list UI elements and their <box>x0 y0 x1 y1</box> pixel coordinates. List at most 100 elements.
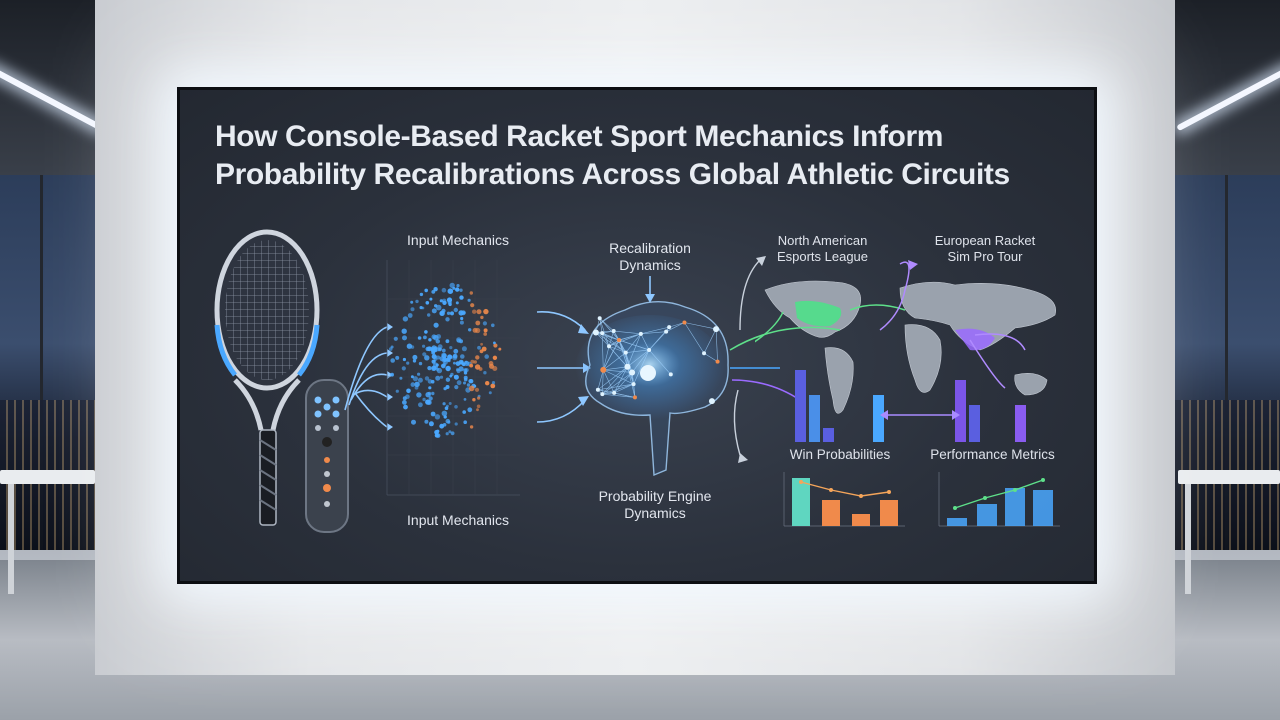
scatter-point <box>483 332 487 336</box>
scatter-point <box>448 402 452 405</box>
scatter-point <box>435 363 439 367</box>
win-trend-point <box>887 490 891 494</box>
world-map-icon <box>755 280 1057 414</box>
scatter-point <box>434 304 438 308</box>
brain-node <box>668 372 673 377</box>
european-tour-label: European Racket Sim Pro Tour <box>934 233 1036 264</box>
brain-node <box>612 390 617 395</box>
brain-node <box>611 329 616 334</box>
scatter-point <box>441 410 448 417</box>
scatter-point <box>424 376 430 381</box>
scatter-point <box>477 396 481 400</box>
scatter-point <box>446 404 449 408</box>
scatter-point <box>459 295 464 300</box>
region-bar-chart <box>795 370 1026 442</box>
scatter-point <box>424 419 429 424</box>
scatter-point <box>450 372 454 377</box>
win-bar <box>852 514 870 526</box>
scatter-point <box>435 375 441 381</box>
scatter-point <box>459 339 463 344</box>
recalibration-arrow <box>645 276 655 303</box>
perf-trend-point <box>953 506 957 510</box>
scatter-point <box>437 344 443 350</box>
input-mechanics-label-top: Input Mechanics <box>407 232 509 248</box>
perf-trend-point <box>1041 478 1045 482</box>
scatter-point <box>416 392 422 398</box>
scatter-point <box>474 387 480 392</box>
scatter-point <box>454 422 458 426</box>
scatter-point <box>388 347 393 351</box>
scatter-point <box>447 300 452 305</box>
scatter-point <box>469 291 473 295</box>
scatter-point <box>422 397 426 402</box>
scatter-point <box>469 379 474 384</box>
scatter-point <box>453 361 456 365</box>
scatter-point <box>443 415 447 419</box>
scatter-point <box>428 396 433 401</box>
scatter-point <box>493 341 496 345</box>
brain-node <box>616 338 621 343</box>
scatter-point <box>458 366 464 372</box>
scatter-point <box>467 298 471 302</box>
scatter-point <box>428 421 434 427</box>
scatter-point <box>403 404 408 410</box>
win-probabilities-chart <box>783 472 905 527</box>
scatter-plot <box>386 260 520 496</box>
scatter-point <box>442 402 446 406</box>
scatter-point <box>390 358 395 363</box>
scatter-point <box>488 391 492 395</box>
scatter-point <box>472 309 477 314</box>
scatter-point <box>435 433 441 438</box>
region-bar <box>809 395 820 442</box>
scatter-point <box>476 309 482 315</box>
scatter-point <box>491 323 495 328</box>
scatter-point <box>402 396 407 401</box>
scatter-point <box>472 398 476 402</box>
scatter-point <box>489 363 494 369</box>
tennis-racket-icon <box>214 229 320 526</box>
scatter-point <box>469 363 474 368</box>
scatter-point <box>430 411 436 417</box>
scatter-point <box>493 343 498 348</box>
brain-node <box>600 366 607 373</box>
north-american-league-label: North American Esports League <box>776 233 869 264</box>
scatter-point <box>450 311 454 316</box>
scatter-point <box>417 377 423 383</box>
scatter-point <box>466 383 471 387</box>
scatter-point <box>433 287 438 292</box>
scatter-point <box>406 361 410 365</box>
scatter-point <box>412 376 418 382</box>
scatter-point <box>393 336 398 341</box>
game-controller-icon <box>305 379 349 533</box>
scatter-point <box>447 288 454 294</box>
scatter-point <box>450 431 455 436</box>
region-bar <box>823 428 834 442</box>
brain-node <box>595 387 600 392</box>
scatter-point <box>476 408 479 412</box>
scatter-point <box>445 385 450 389</box>
scatter-point <box>461 346 467 352</box>
scatter-point <box>431 391 435 396</box>
perf-trend-point <box>1013 488 1017 492</box>
scatter-point <box>490 383 496 389</box>
region-bar <box>873 395 884 442</box>
probability-engine-label: Probability Engine Dynamics <box>598 488 712 521</box>
scatter-point <box>454 405 458 409</box>
region-bar <box>795 370 806 442</box>
desk-left <box>0 470 95 484</box>
scatter-point <box>399 376 403 380</box>
scatter-point <box>468 328 472 332</box>
scatter-point <box>449 282 455 289</box>
scatter-point <box>485 381 490 386</box>
brain-node <box>647 347 652 352</box>
scatter-point <box>459 288 463 292</box>
scatter-point <box>458 359 464 365</box>
scatter-point <box>449 346 453 350</box>
perf-trend-line <box>954 479 1044 509</box>
scatter-point <box>469 425 474 429</box>
scatter-point <box>395 389 399 393</box>
scatter-point <box>453 307 458 313</box>
scatter-point <box>417 372 421 376</box>
scatter-point <box>406 388 411 394</box>
scatter-point <box>428 386 432 390</box>
